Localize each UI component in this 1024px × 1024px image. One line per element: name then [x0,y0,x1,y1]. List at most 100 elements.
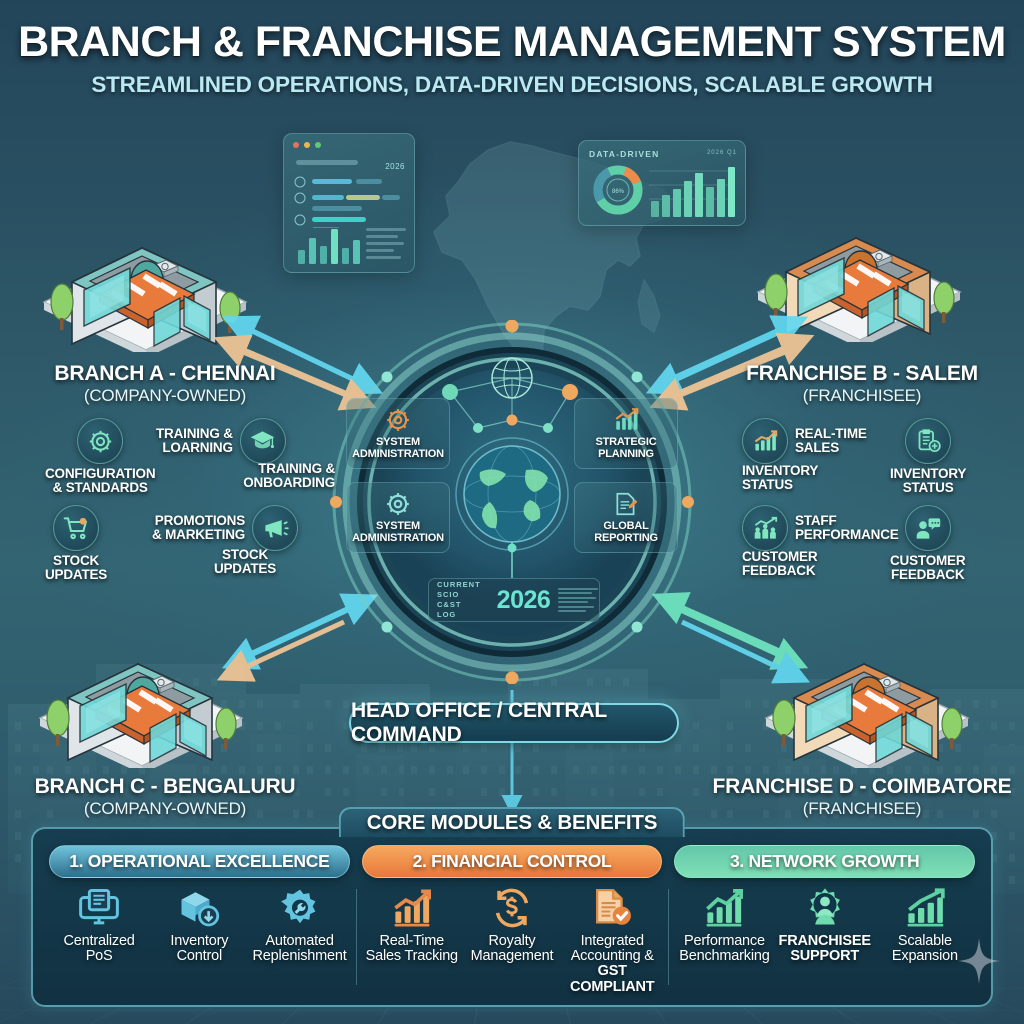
clipboard-icon [905,418,952,464]
graduation-cap-icon [239,418,286,464]
donut-chart: 86% [593,165,643,215]
node-configuration-standards-label: CONFIGURATION & STANDARDS [45,466,156,496]
node-promotions-marketing[interactable]: PROMOTIONS & MARKETING [152,505,299,551]
analytics-dashboard-left: 2026 [283,133,415,273]
module-automated-replenishment[interactable]: Automated Replenishment [250,887,349,964]
storefront-illustration [756,236,962,348]
window-traffic-lights [293,142,321,148]
dashboard-left-bar-chart [298,229,360,264]
head-office-label: HEAD OFFICE / CENTRAL COMMAND [351,699,607,746]
shopping-cart-icon [53,505,100,551]
branch-a-name: BRANCH A - CHENNAI [54,362,276,385]
node-customer-feedback-outer[interactable]: CUSTOMER FEEDBACK [890,505,966,583]
branch-a-label-group: BRANCH A - CHENNAI (COMPANY-OWNED) [0,362,330,406]
core-modules-panel: CORE MODULES & BENEFITS 1. OPERATIONAL E… [31,807,993,1007]
module-franchisee-support[interactable]: FRANCHISEE SUPPORT [775,887,874,964]
dashboard-left-year: 2026 [385,162,405,171]
hub-quadrant-strategic-planning[interactable]: STRATEGIC PLANNING [574,398,678,470]
dashboard-left-text-lines [366,228,406,259]
module-scalable-expansion[interactable]: Scalable Expansion [875,887,974,964]
node-realtime-sales[interactable]: REAL-TIME SALES [742,418,867,464]
donut-center-value: 86% [612,189,625,195]
franchise-d-name: FRANCHISE D - COIMBATORE [712,775,1012,798]
hub-quadrant-system-admin-2[interactable]: SYSTEM ADMINISTRATION [346,482,450,554]
dashboard-left-rows [294,176,400,228]
module-integrated-accounting[interactable]: Integrated Accounting &GST COMPLIANT [563,887,662,995]
node-configuration-standards[interactable]: CONFIGURATION & STANDARDS [45,418,156,496]
page-title: BRANCH & FRANCHISE MANAGEMENT SYSTEM [18,18,1006,66]
module-realtime-sales-tracking[interactable]: Real-Time Sales Tracking [362,887,461,995]
pill-network-growth[interactable]: 3. NETWORK GROWTH [674,845,976,878]
module-centralized-pos-label: Centralized PoS [63,933,135,965]
page-header: BRANCH & FRANCHISE MANAGEMENT SYSTEM STR… [0,18,1024,98]
storefront-illustration [38,662,244,774]
node-inventory-status-outer[interactable]: INVENTORY STATUS [890,418,966,495]
node-stock-updates-center[interactable]: STOCK UPDATES [190,547,300,576]
hub-quadrant-system-admin-1[interactable]: SYSTEM ADMINISTRATION [346,398,450,470]
node-stock-updates-left[interactable]: STOCK UPDATES [45,505,107,582]
node-training-onboarding[interactable]: TRAINING & ONBOARDING [205,461,335,490]
hub-quadrant-2-label: STRATEGIC PLANNING [595,436,657,460]
branch-c-name: BRANCH C - BENGALURU [34,775,296,798]
module-royalty-management[interactable]: Royalty Management [462,887,561,995]
footer-column-financial-control: 2. FINANCIAL CONTROL Real-Time Sales Tra… [355,845,669,995]
module-inventory-control[interactable]: Inventory Control [150,887,249,964]
storefront-franchise-d [756,578,976,774]
node-customer-feedback-inner-label: CUSTOMER FEEDBACK [742,549,818,579]
storefront-branch-c [30,578,250,774]
dashboard-right-bar-chart [649,167,735,217]
central-hub: SYSTEM ADMINISTRATION STRATEGIC PLANNING… [330,320,694,684]
franchise-b-label-group: FRANCHISE B - SALEM (FRANCHISEE) [700,362,1024,406]
node-inventory-status-inner[interactable]: INVENTORY STATUS [742,463,862,492]
hub-quadrant-3-label: SYSTEM ADMINISTRATION [352,520,444,544]
invoice-check-icon [596,889,632,925]
pill-financial-control[interactable]: 2. FINANCIAL CONTROL [361,845,663,878]
node-customer-feedback-outer-label: CUSTOMER FEEDBACK [890,553,966,583]
bar-chart-up-icon [742,418,788,464]
node-customer-feedback-inner[interactable]: CUSTOMER FEEDBACK [742,549,862,579]
analytics-dashboard-right: DATA-DRIVEN 2026 Q1 86% [578,140,746,226]
module-performance-benchmarking[interactable]: Performance Benchmarking [675,887,774,964]
module-automated-replenishment-label: Automated Replenishment [252,933,347,965]
hub-readout-panel: CURRENT SCIO C&ST LOG 2026 [428,578,600,622]
dashboard-right-header: DATA-DRIVEN [589,149,660,159]
dollar-refresh-icon [495,888,529,928]
dashboard-right-code: 2026 Q1 [706,150,737,156]
hub-quadrant-global-reporting[interactable]: GLOBAL REPORTING [574,482,678,554]
node-training-learning-label: TRAINING & LOARNING [156,425,233,455]
franchise-d-label-group: FRANCHISE D - COIMBATORE (FRANCHISEE) [700,775,1024,819]
gear-wrench-icon [280,889,315,924]
module-royalty-management-label: Royalty Management [470,933,554,965]
megaphone-icon [252,505,299,551]
monitor-document-icon [79,889,119,925]
storefront-illustration [42,246,248,358]
storefront-franchise-b [748,152,968,348]
gear-icon [387,493,409,515]
bar-chart-up-icon [394,889,431,927]
gear-icon [387,409,409,431]
node-training-learning[interactable]: TRAINING & LOARNING [156,418,286,464]
node-promotions-marketing-label: PROMOTIONS & MARKETING [152,512,246,542]
chat-user-icon [904,505,951,551]
franchise-b-name: FRANCHISE B - SALEM [746,362,978,385]
user-gear-icon [809,888,840,925]
page-subtitle: STREAMLINED OPERATIONS, DATA-DRIVEN DECI… [91,72,933,97]
storefront-branch-a [34,162,254,358]
branch-c-label-group: BRANCH C - BENGALURU (COMPANY-OWNED) [0,775,330,819]
hub-readout-label: CURRENT SCIO C&ST LOG [437,579,481,620]
line-chart-up-icon [706,889,744,927]
module-centralized-pos[interactable]: Centralized PoS [50,887,149,964]
node-staff-performance[interactable]: STAFF PERFORMANCE [742,505,899,551]
hub-readout-textlines [558,587,599,613]
hub-readout-value: 2026 [496,585,551,614]
storefront-illustration [764,662,970,774]
people-chart-icon [742,505,788,551]
branch-a-type: (COMPANY-OWNED) [83,386,247,405]
franchise-d-type: (FRANCHISEE) [802,799,922,818]
pill-operational-excellence[interactable]: 1. OPERATIONAL EXCELLENCE [49,845,350,878]
head-office-banner[interactable]: HEAD OFFICE / CENTRAL COMMAND [349,699,679,746]
module-inventory-control-label: Inventory Control [170,933,229,965]
growth-arrow-icon [907,888,945,927]
